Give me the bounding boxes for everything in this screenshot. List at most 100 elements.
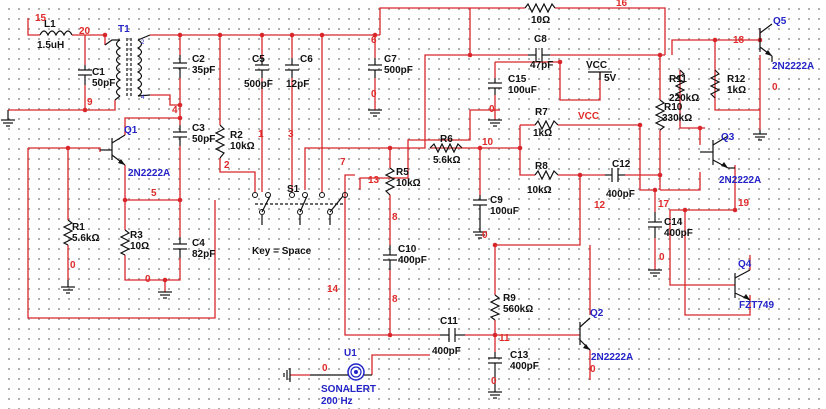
c12-value: 400pF [606, 189, 635, 200]
c7-ref: C7 [384, 54, 397, 65]
r8-value: 10kΩ [527, 185, 552, 196]
c13-ref: C13 [510, 350, 529, 361]
c1-ref: C1 [92, 67, 105, 78]
net-label: 14 [327, 284, 339, 295]
c6-value: 12pF [286, 79, 309, 90]
q1-part: 2N2222A [128, 168, 170, 179]
q4-ref: Q4 [738, 259, 752, 270]
inductor-l1[interactable] [39, 30, 73, 37]
resistor-r10[interactable] [654, 99, 666, 131]
r5-value: 10kΩ [396, 178, 421, 189]
q4-part: FZT749 [739, 300, 774, 311]
r3-value: 10Ω [130, 241, 149, 252]
capacitor-c10[interactable] [383, 245, 397, 270]
s1-key-label: Key = Space [252, 246, 312, 257]
net-label: 15 [35, 13, 47, 24]
u1-ref: U1 [344, 348, 357, 359]
resistor-r4[interactable] [524, 2, 556, 14]
c9-ref: C9 [490, 195, 503, 206]
l1-ref: L1 [44, 19, 56, 30]
resistor-r2[interactable] [214, 124, 226, 159]
q5-ref: Q5 [773, 16, 787, 27]
ground-symbol-c14 [648, 269, 662, 277]
c11-value: 400pF [432, 346, 461, 357]
c2-value: 35pF [192, 65, 215, 76]
net-label: 4 [172, 105, 178, 116]
resistor-r12[interactable] [709, 69, 721, 99]
transistor-q3[interactable] [700, 135, 735, 169]
net-label: 2 [224, 160, 230, 171]
capacitor-c9[interactable] [473, 195, 487, 232]
vcc-label: VCC [586, 60, 607, 71]
r12-value: 1kΩ [727, 85, 746, 96]
c5-value: 500pF [244, 79, 273, 90]
vcc-net-label: VCC [578, 111, 599, 122]
capacitor-c5[interactable] [255, 58, 269, 78]
net-labels: 15 20 6 9 4 2 1 3 7 16 18 0 13 10 12 17 … [35, 0, 778, 387]
r5-ref: R5 [396, 167, 409, 178]
net-label: 9 [87, 97, 93, 108]
transformer-t1[interactable]: 2 4 [104, 34, 151, 101]
net-label: 0 [659, 252, 665, 263]
transistor-q5[interactable] [759, 23, 773, 62]
r12-ref: R12 [727, 74, 746, 85]
wires [8, 7, 761, 380]
q5-part: 2N2222A [772, 61, 814, 72]
net-label: 16 [616, 0, 628, 9]
u1-freq: 200 Hz [321, 396, 353, 407]
capacitor-c3[interactable] [173, 125, 187, 146]
ground-symbol-q1 [61, 280, 75, 294]
capacitor-c6[interactable] [285, 58, 299, 78]
c2-ref: C2 [192, 54, 205, 65]
c1-value: 50pF [92, 78, 115, 89]
resistor-r8[interactable] [534, 169, 559, 181]
resistor-r1[interactable] [62, 219, 74, 246]
switch-s1[interactable] [252, 192, 348, 226]
r10-ref: R10 [664, 102, 683, 113]
capacitor-c15[interactable] [488, 78, 502, 95]
transistor-q4[interactable] [734, 269, 751, 301]
capacitor-c14[interactable] [648, 212, 662, 238]
capacitor-c4[interactable] [173, 237, 187, 258]
capacitor-c8[interactable] [528, 48, 550, 62]
vcc-voltage: 5V [604, 73, 617, 84]
ground-symbol-left [1, 110, 15, 127]
ground-symbol-c13 [488, 391, 502, 399]
sonalert-u1[interactable] [310, 363, 372, 381]
net-label: 17 [658, 199, 670, 210]
q3-part: 2N2222A [719, 175, 761, 186]
net-label: 0 [482, 230, 488, 241]
vcc-source[interactable] [588, 71, 612, 80]
q1-ref: Q1 [124, 125, 138, 136]
resistor-r3[interactable] [119, 229, 131, 256]
resistor-r11[interactable] [674, 69, 686, 99]
r7-value: 1kΩ [533, 128, 552, 139]
net-label: 5 [151, 188, 157, 199]
svg-text:4: 4 [141, 95, 145, 101]
ground-symbol-q5 [753, 130, 767, 141]
resistor-r7[interactable] [534, 119, 559, 131]
capacitor-c13[interactable] [488, 352, 502, 392]
net-label: 0 [322, 363, 328, 374]
resistor-r5[interactable] [384, 167, 396, 196]
net-label: 18 [733, 35, 745, 46]
net-label: 1 [258, 129, 264, 140]
resistor-r6[interactable] [429, 142, 463, 154]
resistor-r9[interactable] [489, 294, 501, 321]
junctions [65, 32, 763, 338]
r7-ref: R7 [535, 107, 548, 118]
net-label: 7 [340, 157, 346, 168]
capacitor-c1[interactable] [78, 65, 92, 85]
c8-value: 47pF [530, 60, 553, 71]
capacitor-c7[interactable] [368, 58, 382, 78]
transistor-q1[interactable] [100, 134, 126, 166]
c7-value: 500pF [384, 65, 413, 76]
c6-ref: C6 [300, 54, 313, 65]
net-label: 0 [70, 260, 76, 271]
capacitor-c2[interactable] [173, 55, 187, 78]
capacitor-c11[interactable] [440, 328, 465, 342]
r11-value: 220kΩ [669, 93, 699, 104]
capacitor-c12[interactable] [605, 168, 625, 182]
c4-ref: C4 [192, 238, 205, 249]
transistor-q2[interactable] [579, 317, 591, 351]
